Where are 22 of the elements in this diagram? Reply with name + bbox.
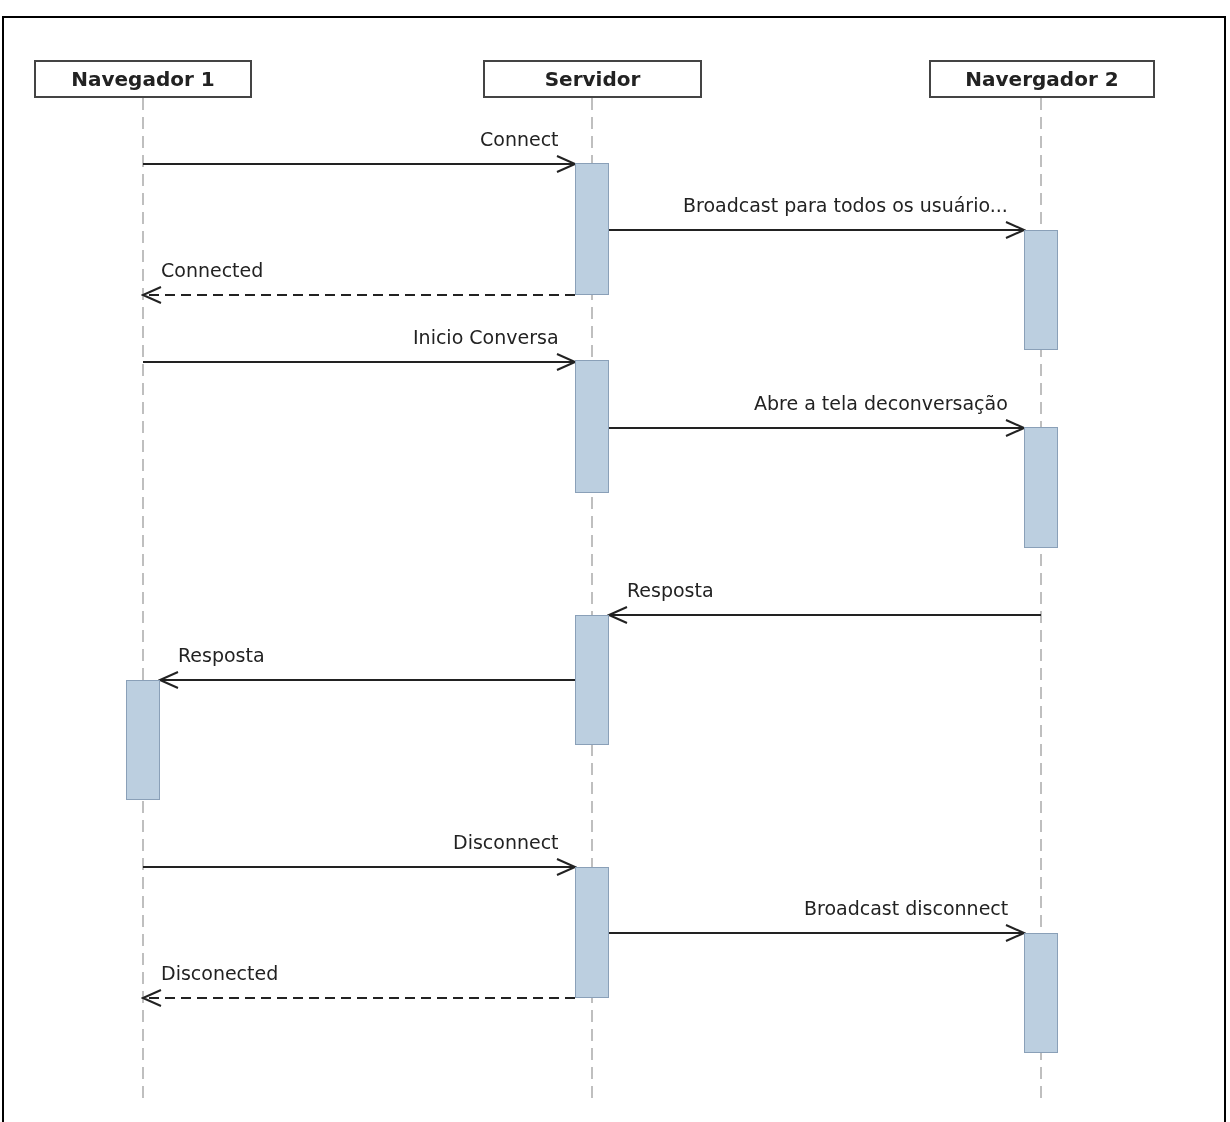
return-arrow — [142, 989, 576, 1007]
activation-bar — [575, 615, 609, 745]
edge-label: Abre a tela deconversação — [752, 392, 1010, 414]
activation-bar — [575, 867, 609, 998]
message-arrow — [608, 606, 1042, 624]
activation-bar — [1024, 427, 1058, 548]
message-arrow — [142, 155, 576, 173]
lifeline-header: Servidor — [483, 60, 702, 98]
message-arrow — [159, 671, 576, 689]
lifeline-header: Navergador 2 — [929, 60, 1155, 98]
activation-bar — [1024, 933, 1058, 1053]
message-arrow — [142, 858, 576, 876]
lifeline-header: Navegador 1 — [34, 60, 252, 98]
activation-bar — [575, 163, 609, 295]
message-arrow — [608, 924, 1025, 942]
activation-bar — [126, 680, 160, 800]
message-arrow — [608, 419, 1025, 437]
message-arrow — [142, 353, 576, 371]
message-arrow — [608, 221, 1025, 239]
activation-bar — [575, 360, 609, 493]
activation-bar — [1024, 230, 1058, 350]
return-arrow — [142, 286, 576, 304]
